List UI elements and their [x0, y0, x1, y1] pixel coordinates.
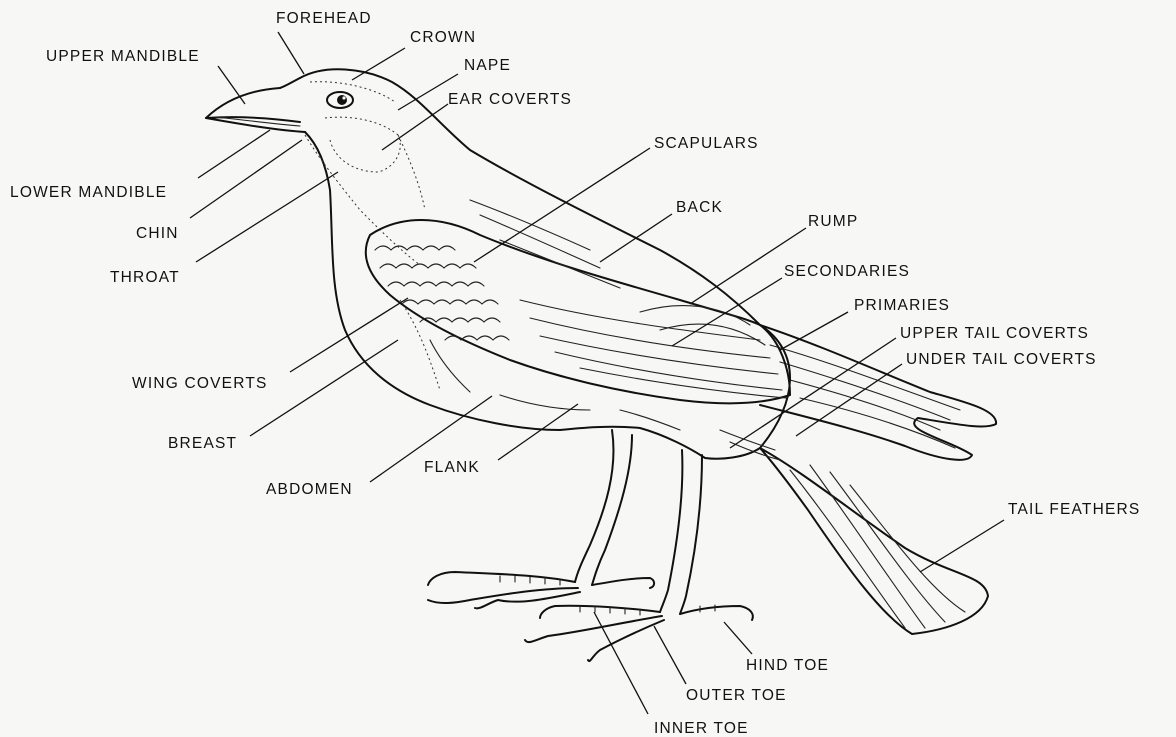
label-tail-feathers: TAIL FEATHERS — [1008, 501, 1140, 518]
leader-scapulars — [474, 148, 650, 262]
throat-boundary — [305, 135, 420, 265]
leader-lower-mandible — [198, 130, 270, 178]
wing-coverts-scallops — [375, 246, 509, 340]
leader-hind-toe — [724, 622, 752, 654]
label-scapulars: SCAPULARS — [654, 135, 759, 152]
label-flank: FLANK — [424, 459, 480, 476]
label-secondaries: SECONDARIES — [784, 263, 910, 280]
back-feather-lines — [470, 200, 620, 288]
leader-forehead — [278, 32, 304, 74]
label-back: BACK — [676, 199, 723, 216]
label-hind-toe: HIND TOE — [746, 657, 829, 674]
label-upper-tail-coverts: UPPER TAIL COVERTS — [900, 325, 1089, 342]
eye-highlight — [342, 96, 345, 99]
secondaries-lines — [520, 300, 786, 398]
body-outline — [300, 69, 790, 458]
leader-wing-coverts — [290, 298, 408, 372]
label-breast: BREAST — [168, 435, 237, 452]
label-abdomen: ABDOMEN — [266, 481, 353, 498]
label-crown: CROWN — [410, 29, 476, 46]
label-chin: CHIN — [136, 225, 179, 242]
label-inner-toe: INNER TOE — [654, 720, 749, 737]
leader-breast — [250, 340, 398, 436]
left-leg — [575, 430, 632, 585]
leader-upper-mandible — [218, 66, 245, 104]
leader-back — [600, 214, 672, 262]
label-rump: RUMP — [808, 213, 858, 230]
leader-ear-coverts — [382, 104, 448, 150]
labels: FOREHEAD CROWN UPPER MANDIBLE NAPE EAR C… — [10, 10, 1140, 737]
breast-boundary — [400, 300, 440, 390]
label-ear-coverts: EAR COVERTS — [448, 91, 572, 108]
leader-tail-feathers — [920, 520, 1004, 572]
label-primaries: PRIMARIES — [854, 297, 950, 314]
leader-outer-toe — [654, 626, 686, 684]
label-lower-mandible: LOWER MANDIBLE — [10, 184, 167, 201]
label-under-tail-coverts: UNDER TAIL COVERTS — [906, 351, 1097, 368]
nape-boundary — [398, 135, 425, 210]
left-foot — [428, 572, 654, 608]
leader-upper-tail-coverts — [730, 338, 896, 448]
leader-under-tail-coverts — [796, 364, 902, 436]
bird-illustration — [206, 69, 996, 661]
leader-inner-toe — [594, 612, 648, 714]
leader-throat — [196, 172, 338, 262]
leader-chin — [190, 140, 302, 218]
label-wing-coverts: WING COVERTS — [132, 375, 268, 392]
label-upper-mandible: UPPER MANDIBLE — [46, 48, 200, 65]
leader-flank — [498, 404, 578, 460]
primaries-shape — [760, 325, 996, 460]
label-forehead: FOREHEAD — [276, 10, 372, 27]
label-throat: THROAT — [110, 269, 180, 286]
label-nape: NAPE — [464, 57, 511, 74]
label-outer-toe: OUTER TOE — [686, 687, 787, 704]
upper-mandible-shape — [206, 88, 300, 122]
right-leg — [660, 450, 702, 614]
right-foot — [525, 606, 753, 661]
head-outline — [280, 78, 300, 88]
eye-pupil — [337, 95, 347, 105]
